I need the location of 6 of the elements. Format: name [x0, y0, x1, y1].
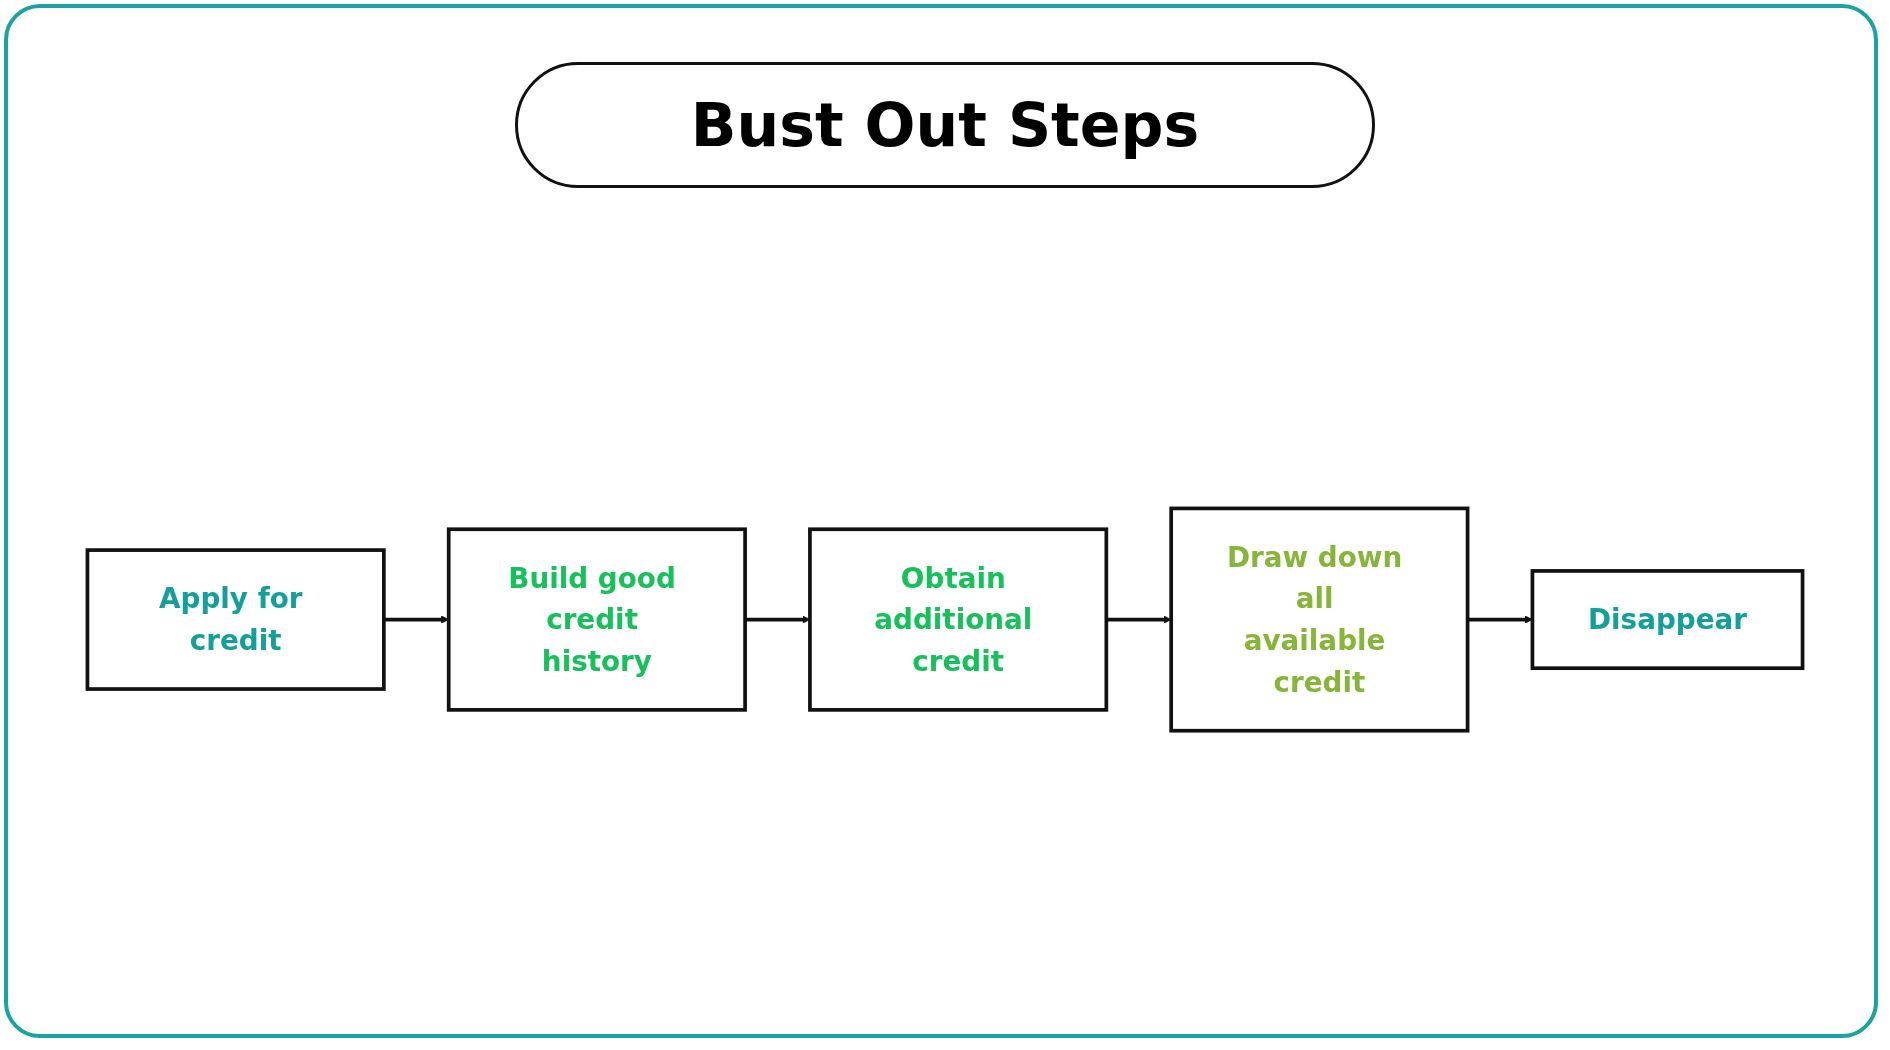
- title-banner: Bust Out Steps: [515, 62, 1375, 188]
- node-box: Obtain additional credit: [808, 527, 1109, 713]
- node-box: Build good credit history: [446, 527, 747, 713]
- node-box: Disappear: [1530, 569, 1805, 671]
- node-box: Draw down all available credit: [1169, 507, 1470, 733]
- node-box: Apply for credit: [85, 548, 386, 692]
